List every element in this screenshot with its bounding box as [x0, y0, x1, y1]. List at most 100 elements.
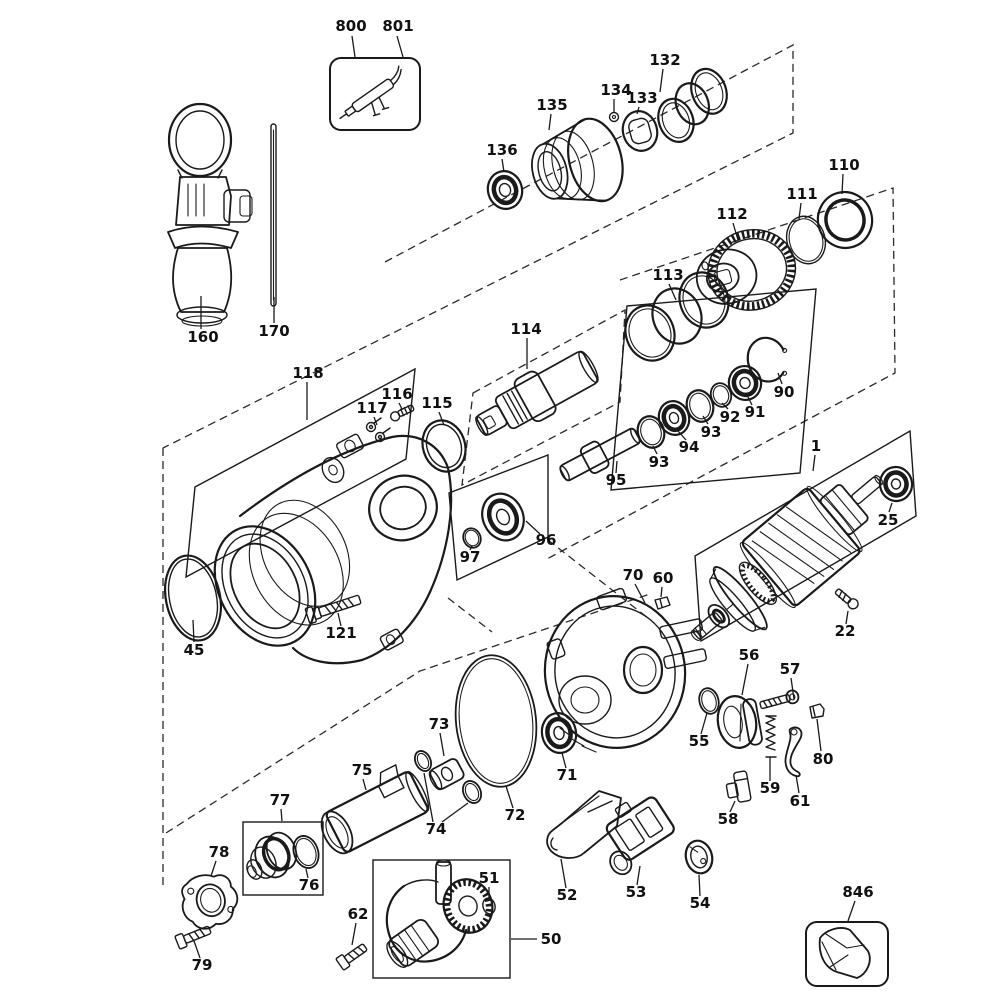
o-ring-97 — [462, 527, 482, 549]
part-label-136: 136 — [486, 141, 517, 159]
seal-ring-110 — [816, 190, 874, 250]
part-label-111: 111 — [786, 185, 817, 203]
part-label-57: 57 — [780, 660, 801, 678]
part-label-50: 50 — [541, 930, 562, 948]
leader-line-60 — [660, 586, 663, 598]
dashed-projection-b — [447, 597, 493, 633]
leader-line-113 — [668, 283, 677, 301]
leader-line-71 — [561, 752, 567, 769]
part-label-118: 118 — [292, 364, 323, 382]
leader-line-846 — [847, 900, 856, 922]
o-ring-55 — [698, 687, 720, 715]
leader-line-22 — [845, 610, 849, 625]
crank-pin-73 — [428, 758, 465, 791]
armature-assembly-1 — [690, 474, 884, 641]
leader-line-121 — [337, 612, 342, 627]
o-ring-51 — [482, 897, 496, 915]
part-label-170: 170 — [258, 322, 289, 340]
snap-ring-90 — [746, 336, 788, 383]
leader-line-94 — [677, 430, 687, 441]
ring-93-right — [685, 389, 715, 423]
leader-line-97 — [469, 545, 473, 551]
mode-slider-53 — [605, 796, 675, 876]
bolt-121 — [304, 594, 362, 625]
leader-line-75 — [362, 778, 367, 791]
leader-line-132 — [659, 68, 664, 93]
part-label-135: 135 — [536, 96, 567, 114]
part-label-74: 74 — [426, 820, 447, 838]
leader-line-56 — [741, 663, 749, 696]
o-ring-115 — [421, 419, 467, 473]
piston-assembly-114 — [475, 350, 599, 436]
part-label-79: 79 — [192, 956, 213, 974]
solid-box-96 — [448, 453, 549, 582]
leader-line-95 — [615, 460, 618, 474]
part-label-70: 70 — [623, 566, 644, 584]
leader-line-70 — [634, 583, 646, 604]
leader-line-801 — [396, 35, 404, 58]
cylinder-tube-75 — [320, 764, 430, 855]
leader-line-90 — [777, 372, 783, 385]
dashed-panel-bottom — [165, 593, 651, 834]
leader-line-74 — [423, 772, 434, 823]
part-label-53: 53 — [626, 883, 647, 901]
part-label-132: 132 — [649, 51, 680, 69]
part-label-133: 133 — [626, 89, 657, 107]
part-label-58: 58 — [718, 810, 739, 828]
part-label-92: 92 — [720, 408, 741, 426]
leader-line-73 — [439, 732, 445, 757]
service-tool — [339, 65, 402, 120]
leader-line-78 — [210, 860, 217, 877]
part-label-72: 72 — [505, 806, 526, 824]
leader-line-55 — [700, 712, 708, 735]
panel-lines — [162, 43, 917, 987]
dashed-panel-right — [544, 187, 896, 561]
part-label-96: 96 — [536, 531, 557, 549]
leader-line-136 — [501, 158, 505, 173]
part-label-56: 56 — [739, 646, 760, 664]
grease-pack-846 — [818, 927, 871, 979]
cam-disc-54 — [684, 839, 714, 875]
part-label-54: 54 — [690, 894, 711, 912]
leader-line-92 — [721, 402, 729, 410]
leader-line-74 — [441, 802, 469, 823]
detent-block-80 — [809, 703, 825, 719]
round-box-846 — [805, 921, 889, 987]
part-label-73: 73 — [429, 715, 450, 733]
leader-line-116 — [398, 402, 403, 410]
part-label-115: 115 — [421, 394, 452, 412]
part-label-55: 55 — [689, 732, 710, 750]
part-label-59: 59 — [760, 779, 781, 797]
chuck-cap — [531, 117, 624, 203]
part-label-114: 114 — [510, 320, 541, 338]
leader-line-53 — [636, 865, 641, 886]
bearing-71 — [540, 712, 578, 754]
leader-line-110 — [841, 173, 844, 195]
ring-set-132 — [657, 67, 728, 143]
leader-line-80 — [816, 718, 822, 752]
part-label-134: 134 — [600, 81, 631, 99]
solid-box-armature — [694, 429, 917, 643]
leader-line-57 — [790, 677, 795, 700]
part-label-52: 52 — [557, 886, 578, 904]
part-label-90: 90 — [774, 383, 795, 401]
leader-line-93 — [702, 415, 709, 425]
part-label-80: 80 — [813, 750, 834, 768]
part-label-76: 76 — [299, 876, 320, 894]
bearing-91 — [727, 364, 763, 402]
screw-22 — [834, 588, 859, 610]
leader-line-1 — [812, 454, 816, 472]
part-label-160: 160 — [187, 328, 218, 346]
part-label-25: 25 — [878, 511, 899, 529]
ring-74-left — [413, 750, 433, 772]
leader-line-45 — [192, 619, 195, 643]
depth-rod — [270, 123, 277, 307]
seal-assembly-96 — [481, 492, 525, 542]
leader-line-112 — [732, 222, 739, 241]
crank-gear-assembly-50 — [385, 859, 494, 968]
leader-line-96 — [525, 520, 541, 535]
striker-95 — [559, 427, 641, 482]
clip-60 — [654, 596, 671, 610]
part-label-91: 91 — [745, 403, 766, 421]
